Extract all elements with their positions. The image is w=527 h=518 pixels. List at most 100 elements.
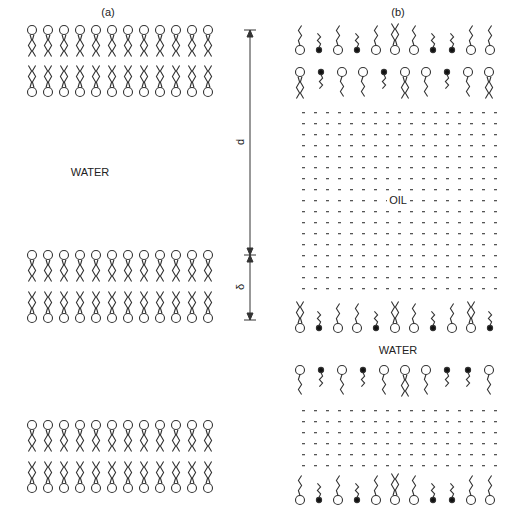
- oil-dot: [482, 410, 485, 411]
- lipid-head: [172, 314, 181, 323]
- oil-dot: [338, 244, 341, 245]
- lipid-tail: [489, 77, 492, 99]
- oil-dot: [326, 465, 329, 466]
- lipid-head: [204, 26, 213, 35]
- lipid-tail: [160, 430, 163, 452]
- oil-dot: [338, 421, 341, 422]
- cosurfactant-head: [430, 497, 435, 502]
- lipid-tail: [44, 66, 47, 88]
- lipid-head: [124, 26, 133, 35]
- surfactant-tail: [466, 77, 469, 97]
- lipid-tail: [395, 302, 398, 324]
- oil-dot: [410, 255, 413, 256]
- cosurfactant-tail: [355, 483, 358, 497]
- lipid-tail: [96, 292, 99, 314]
- lipid-tail: [192, 260, 195, 282]
- oil-dot: [470, 288, 473, 289]
- oil-dot: [410, 222, 413, 223]
- lipid-head: [28, 251, 37, 260]
- oil-dot: [494, 233, 497, 234]
- oil-dot: [350, 123, 353, 124]
- surfactant-tail: [424, 375, 427, 395]
- lipid-tail: [405, 375, 408, 397]
- lipid-head: [124, 88, 133, 97]
- oil-dot: [470, 410, 473, 411]
- lipid-tail: [60, 462, 63, 484]
- oil-dot: [374, 443, 377, 444]
- lipid-tail: [208, 462, 211, 484]
- lipid-tail: [172, 260, 175, 282]
- oil-dot: [338, 277, 341, 278]
- oil-dot: [386, 410, 389, 411]
- lipid-head: [486, 46, 495, 55]
- lipid-tail: [80, 35, 83, 57]
- oil-dot: [362, 167, 365, 168]
- lipid-head: [140, 421, 149, 430]
- lipid-tail: [176, 66, 179, 88]
- oil-dot: [374, 244, 377, 245]
- lipid-tail: [208, 260, 211, 282]
- oil-dot: [434, 233, 437, 234]
- lipid-tail: [32, 260, 35, 282]
- lipid-head: [296, 324, 305, 333]
- lipid-tail: [204, 35, 207, 57]
- oil-dot: [422, 233, 425, 234]
- oil-dot: [458, 410, 461, 411]
- cosurfactant-tail: [466, 373, 469, 387]
- oil-dot: [470, 277, 473, 278]
- oil-dot: [410, 443, 413, 444]
- oil-dot: [326, 222, 329, 223]
- lipid-head: [391, 324, 400, 333]
- lipid-tail: [160, 462, 163, 484]
- oil-dot: [350, 178, 353, 179]
- cosurfactant-head: [465, 367, 470, 372]
- lipid-head: [76, 251, 85, 260]
- lipid-tail: [64, 66, 67, 88]
- oil-dot: [410, 156, 413, 157]
- oil-dot: [398, 454, 401, 455]
- oil-dot: [494, 156, 497, 157]
- lipid-tail: [176, 35, 179, 57]
- cosurfactant-head: [430, 47, 435, 52]
- oil-dot: [302, 189, 305, 190]
- oil-dot: [314, 432, 317, 433]
- lipid-head: [44, 484, 53, 493]
- oil-dot: [302, 443, 305, 444]
- lipid-tail: [64, 260, 67, 282]
- cosurfactant-tail: [317, 483, 320, 497]
- cosurfactant-head: [354, 497, 359, 502]
- lipid-head: [172, 26, 181, 35]
- oil-dot: [338, 432, 341, 433]
- surfactant-tail: [412, 26, 415, 46]
- oil-dot: [314, 421, 317, 422]
- lipid-head: [108, 314, 117, 323]
- oil-dot: [302, 244, 305, 245]
- oil-dot: [302, 266, 305, 267]
- oil-dot: [422, 189, 425, 190]
- oil-dot: [422, 410, 425, 411]
- lipid-head: [359, 68, 368, 77]
- cosurfactant-head: [373, 325, 378, 330]
- lipid-head: [401, 366, 410, 375]
- oil-dot: [386, 288, 389, 289]
- oil-dot: [434, 266, 437, 267]
- oil-dot: [350, 277, 353, 278]
- oil-dot: [458, 421, 461, 422]
- oil-dot: [434, 145, 437, 146]
- oil-dot: [374, 123, 377, 124]
- lipid-tail: [64, 462, 67, 484]
- lipid-head: [391, 496, 400, 505]
- oil-dot: [302, 222, 305, 223]
- oil-dot: [434, 255, 437, 256]
- oil-dot: [338, 134, 341, 135]
- oil-dot: [494, 454, 497, 455]
- oil-dot: [302, 167, 305, 168]
- oil-dot: [302, 178, 305, 179]
- oil-dot: [386, 189, 389, 190]
- oil-dot: [398, 123, 401, 124]
- oil-dot: [302, 112, 305, 113]
- lipid-tail: [160, 292, 163, 314]
- surfactant-tail: [340, 77, 343, 97]
